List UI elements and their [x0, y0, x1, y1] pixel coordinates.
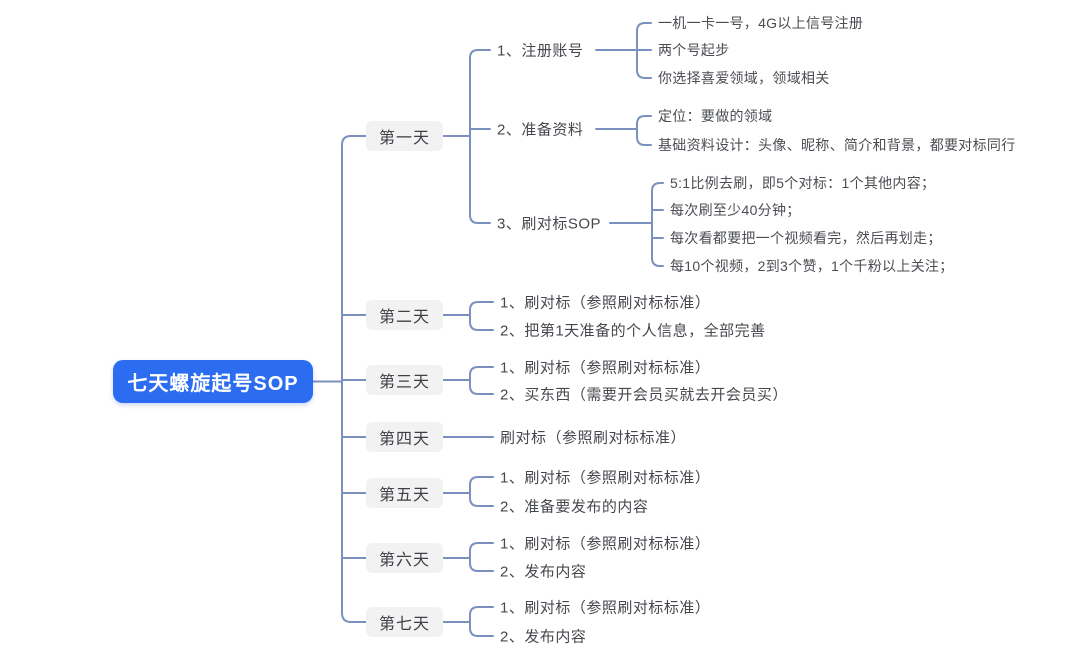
topic-node[interactable]: 2、发布内容: [500, 563, 587, 581]
topic-node[interactable]: 1、刷对标（参照刷对标标准）: [500, 294, 711, 312]
note-node[interactable]: 每次刷至少40分钟；: [670, 202, 801, 218]
note-node[interactable]: 5:1比例去刷，即5个对标：1个其他内容；: [670, 175, 936, 191]
topic-node[interactable]: 3、刷对标SOP: [497, 215, 602, 233]
note-node[interactable]: 每次看都要把一个视频看完，然后再划走；: [670, 230, 942, 246]
topic-node[interactable]: 2、准备资料: [497, 121, 584, 139]
topic-node[interactable]: 1、刷对标（参照刷对标标准）: [500, 469, 711, 487]
topic-node[interactable]: 2、发布内容: [500, 628, 587, 646]
day-node[interactable]: 第一天: [366, 121, 443, 151]
topic-node[interactable]: 2、买东西（需要开会员买就去开会员买）: [500, 386, 788, 404]
note-node[interactable]: 基础资料设计：头像、昵称、简介和背景，都要对标同行: [658, 137, 1016, 153]
topic-node[interactable]: 1、刷对标（参照刷对标标准）: [500, 599, 711, 617]
day-node[interactable]: 第六天: [366, 543, 443, 573]
root-node-label: 七天螺旋起号SOP: [127, 373, 299, 395]
topic-node[interactable]: 2、准备要发布的内容: [500, 498, 649, 516]
day-node[interactable]: 第二天: [366, 300, 443, 330]
topic-node[interactable]: 2、把第1天准备的个人信息，全部完善: [500, 322, 766, 340]
topic-node[interactable]: 1、注册账号: [497, 42, 584, 60]
day-node[interactable]: 第三天: [366, 365, 443, 395]
topic-node[interactable]: 刷对标（参照刷对标标准）: [500, 429, 687, 447]
root-node[interactable]: 七天螺旋起号SOP: [113, 360, 313, 403]
topic-node[interactable]: 1、刷对标（参照刷对标标准）: [500, 535, 711, 553]
topic-node[interactable]: 1、刷对标（参照刷对标标准）: [500, 359, 711, 377]
day-node[interactable]: 第四天: [366, 422, 443, 452]
note-node[interactable]: 每10个视频，2到3个赞，1个千粉以上关注；: [670, 258, 954, 274]
day-node[interactable]: 第五天: [366, 478, 443, 508]
note-node[interactable]: 定位：要做的领域: [658, 108, 773, 124]
note-node[interactable]: 你选择喜爱领域，领域相关: [658, 70, 830, 86]
note-node[interactable]: 两个号起步: [658, 42, 730, 58]
day-node[interactable]: 第七天: [366, 607, 443, 637]
note-node[interactable]: 一机一卡一号，4G以上信号注册: [658, 15, 864, 31]
